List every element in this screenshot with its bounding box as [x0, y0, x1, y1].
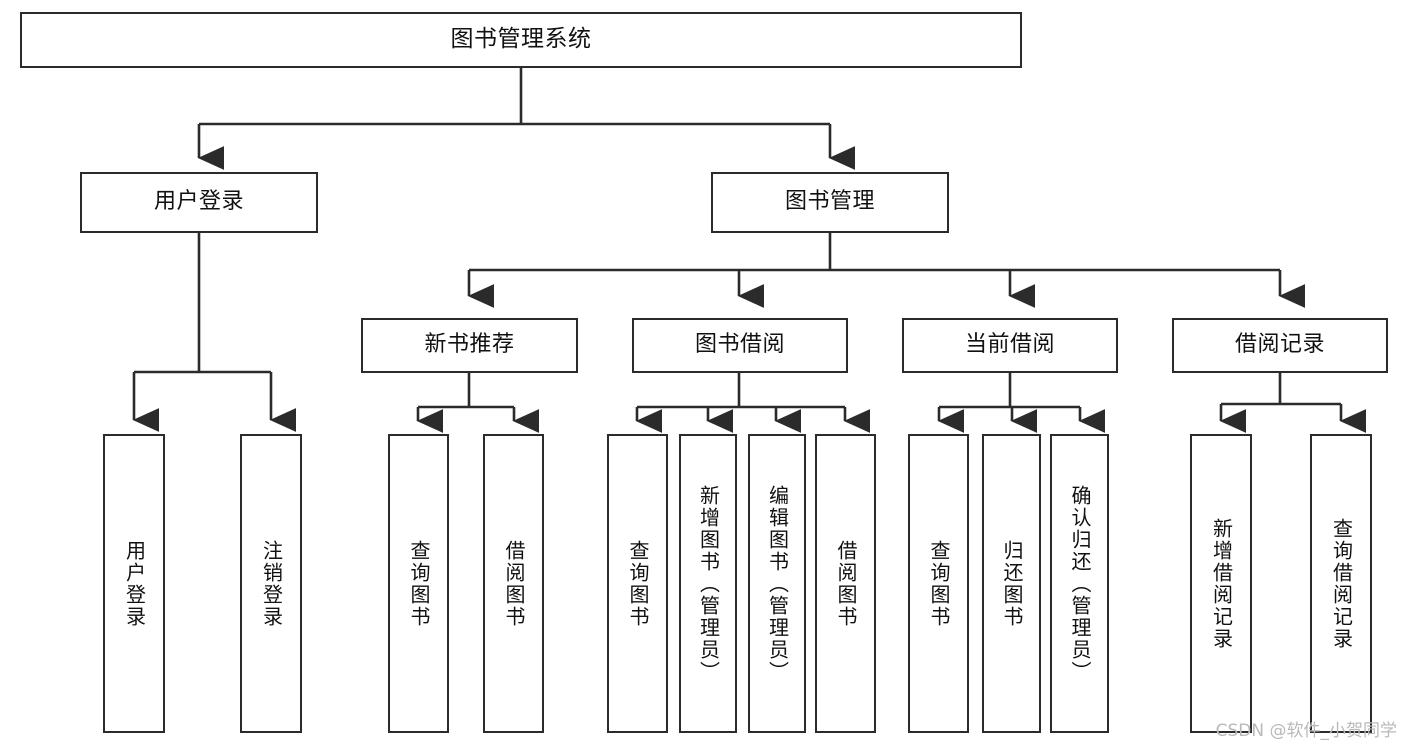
node-label: 查询借阅记录 [1329, 517, 1354, 650]
node-label: 新增图书（管理员） [696, 484, 721, 683]
leaf-new-book-query-book[interactable]: 查询图书 [388, 434, 449, 733]
node-label: 图书借阅 [694, 332, 785, 358]
node-label: 新书推荐 [424, 332, 515, 358]
leaf-current-borrow-return-book[interactable]: 归还图书 [982, 434, 1041, 733]
leaf-book-borrow-borrow-book[interactable]: 借阅图书 [815, 434, 876, 733]
leaf-borrow-record-query-record[interactable]: 查询借阅记录 [1310, 434, 1372, 733]
leaf-new-book-borrow-book[interactable]: 借阅图书 [483, 434, 544, 733]
node-label: 图书管理 [784, 189, 875, 215]
node-label: 用户登录 [153, 189, 244, 215]
node-label: 借阅图书 [834, 539, 858, 628]
node-book-management[interactable]: 图书管理 [711, 172, 949, 233]
leaf-book-borrow-add-book-admin[interactable]: 新增图书（管理员） [679, 434, 737, 733]
node-label: 新增借阅记录 [1209, 517, 1234, 650]
leaf-current-borrow-query-book[interactable]: 查询图书 [908, 434, 969, 733]
node-new-book-recommend[interactable]: 新书推荐 [361, 318, 578, 373]
csdn-watermark: CSDN @软件_小贺同学 [1215, 721, 1397, 741]
node-current-borrow[interactable]: 当前借阅 [902, 318, 1118, 373]
node-borrow-record[interactable]: 借阅记录 [1172, 318, 1388, 373]
node-label: 注销登录 [259, 539, 284, 628]
leaf-current-borrow-confirm-return-admin[interactable]: 确认归还（管理员） [1050, 434, 1109, 733]
leaf-user-login-login[interactable]: 用户登录 [103, 434, 165, 733]
node-root-book-management-system[interactable]: 图书管理系统 [20, 12, 1022, 68]
node-label: 确认归还（管理员） [1068, 484, 1092, 683]
node-label: 用户登录 [122, 539, 147, 628]
leaf-user-login-logout[interactable]: 注销登录 [240, 434, 302, 733]
node-label: 图书管理系统 [450, 26, 592, 53]
node-label: 编辑图书（管理员） [765, 484, 790, 683]
node-book-borrow[interactable]: 图书借阅 [632, 318, 848, 373]
leaf-book-borrow-edit-book-admin[interactable]: 编辑图书（管理员） [748, 434, 806, 733]
node-label: 借阅图书 [502, 539, 526, 628]
node-label: 当前借阅 [964, 332, 1055, 358]
node-label: 查询图书 [626, 539, 650, 628]
node-label: 归还图书 [1000, 539, 1024, 628]
node-label: 查询图书 [927, 539, 951, 628]
leaf-book-borrow-query-book[interactable]: 查询图书 [607, 434, 668, 733]
node-label: 查询图书 [407, 539, 431, 628]
node-label: 借阅记录 [1234, 332, 1325, 358]
node-user-login[interactable]: 用户登录 [80, 172, 318, 233]
leaf-borrow-record-add-record[interactable]: 新增借阅记录 [1190, 434, 1252, 733]
